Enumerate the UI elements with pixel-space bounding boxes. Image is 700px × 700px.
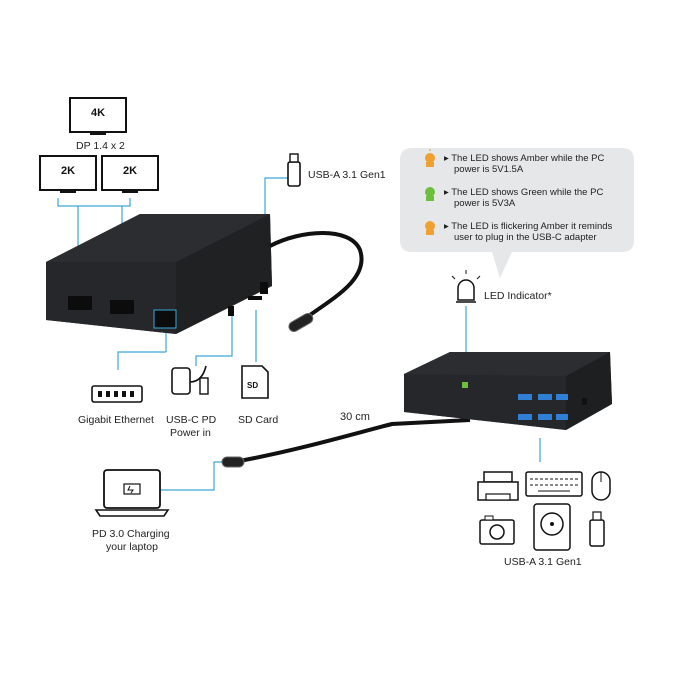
usb-c-pd-label-line1: USB-C PD bbox=[166, 414, 217, 426]
led-notes-bubble bbox=[400, 148, 634, 278]
usb-c-pd-label-line2: Power in bbox=[170, 427, 211, 439]
printer-icon bbox=[477, 471, 519, 501]
usb-c-plug-left bbox=[288, 313, 314, 332]
usb-a-top-label: USB-A 3.1 Gen1 bbox=[308, 169, 386, 181]
led-indicator-label: LED Indicator* bbox=[484, 290, 552, 302]
mouse-icon bbox=[591, 471, 611, 501]
led-note-1-line2: power is 5V1.5A bbox=[454, 164, 524, 175]
usb-a-bottom-label: USB-A 3.1 Gen1 bbox=[504, 556, 582, 568]
dock-right-view bbox=[404, 352, 612, 430]
dp-caption: DP 1.4 x 2 bbox=[76, 140, 125, 152]
led-note-1-line1: ▸ The LED shows Amber while the PC bbox=[444, 153, 605, 164]
led-note-3-line2: user to plug in the USB-C adapter bbox=[454, 232, 597, 243]
cable-length-label: 30 cm bbox=[340, 411, 370, 423]
power-adapter-icon bbox=[171, 365, 209, 395]
monitor-2k-right-label: 2K bbox=[122, 165, 138, 177]
usb-c-cable-long bbox=[233, 418, 471, 464]
led-note-3-line1: ▸ The LED is flickering Amber it reminds bbox=[444, 221, 613, 232]
led-note-2: ▸ The LED shows Green while the PC power… bbox=[444, 187, 603, 209]
led-bulb-icon bbox=[451, 270, 481, 303]
usb-c-plug-laptop bbox=[221, 456, 245, 468]
led-note-3: ▸ The LED is flickering Amber it reminds… bbox=[444, 221, 612, 243]
laptop-icon bbox=[94, 469, 170, 517]
dock-left-view bbox=[46, 214, 272, 334]
monitor-2k-right-icon bbox=[101, 155, 159, 193]
monitor-4k-icon bbox=[69, 97, 127, 135]
led-amber-icon bbox=[425, 149, 435, 167]
led-flicker-icon bbox=[425, 221, 435, 235]
gigabit-ethernet-label: Gigabit Ethernet bbox=[78, 414, 154, 426]
pd-charging-label-line2: your laptop bbox=[106, 541, 158, 553]
pd-charging-label-line1: PD 3.0 Charging bbox=[92, 528, 170, 540]
monitor-2k-left-label: 2K bbox=[60, 165, 76, 177]
led-note-1: ▸ The LED shows Amber while the PC power… bbox=[444, 153, 604, 175]
usb-stick-icon bbox=[287, 153, 301, 187]
usb-c-cable-short bbox=[269, 231, 364, 324]
usb-stick-small-icon bbox=[589, 511, 605, 547]
led-note-2-line1: ▸ The LED shows Green while the PC bbox=[444, 187, 604, 198]
monitor-4k-label: 4K bbox=[90, 107, 106, 119]
led-green-icon bbox=[425, 187, 435, 201]
usb-a-ports bbox=[518, 394, 568, 420]
svg-text:SD: SD bbox=[247, 381, 258, 390]
hard-drive-icon bbox=[533, 503, 571, 551]
keyboard-icon bbox=[525, 471, 583, 497]
sd-card-label: SD Card bbox=[238, 414, 279, 426]
sd-card-icon: SD bbox=[241, 365, 269, 399]
ethernet-icon bbox=[91, 385, 143, 403]
camera-icon bbox=[479, 515, 515, 545]
led-note-2-line2: power is 5V3A bbox=[454, 198, 516, 209]
monitor-2k-left-icon bbox=[39, 155, 97, 193]
